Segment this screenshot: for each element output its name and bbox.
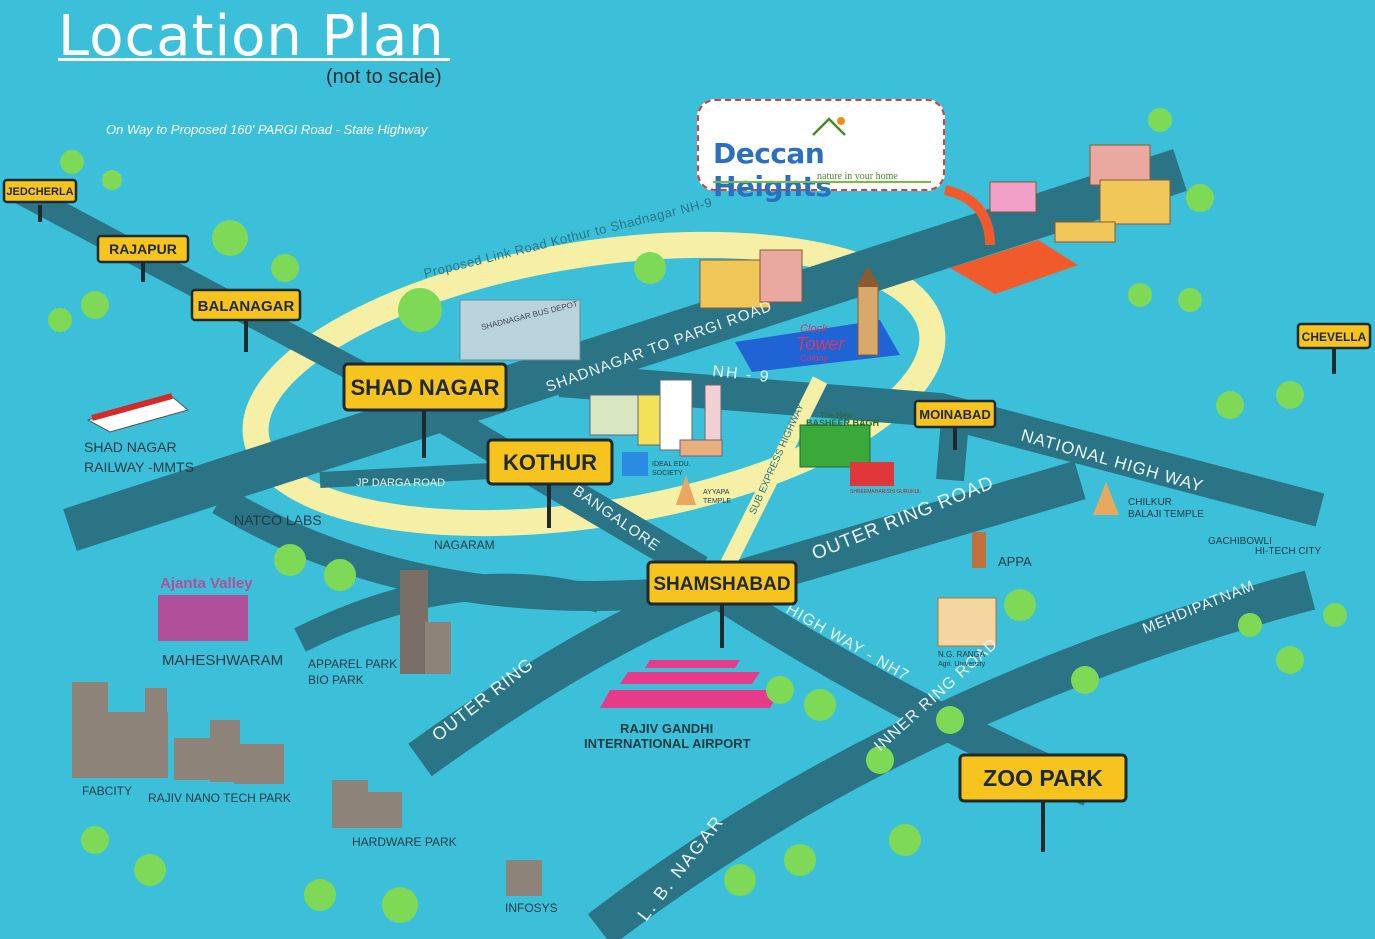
hardware-label: HARDWARE PARK (352, 835, 457, 849)
jp-darga-label: JP DARGA ROAD (356, 477, 445, 489)
sign-shamshabad-text: SHAMSHABAD (653, 574, 790, 595)
road-inner-ring (587, 570, 1316, 939)
mmts-train-icon (86, 393, 190, 433)
state-highway-note: On Way to Proposed 160' PARGI Road - Sta… (106, 122, 428, 137)
sign-poles (38, 205, 1336, 852)
ideal-label-1: IDEAL EDU. (652, 461, 691, 468)
ngranga-label-2: Agri. University (938, 661, 986, 668)
chilkur-label-2: BALAJI TEMPLE (1128, 509, 1204, 520)
kothur-buildings (589, 379, 723, 457)
basheer-label-2: BASHEER BAGH (806, 418, 879, 428)
sign-shadnagar (342, 362, 508, 412)
hardware-park-buildings (332, 780, 402, 828)
basheer-label-1: The New (820, 411, 852, 420)
clock-tower-label-1: Clock (800, 323, 828, 335)
infosys-building-icon (506, 860, 542, 896)
gachibowli-label-1: GACHIBOWLI (1208, 536, 1272, 547)
site-pointer-icon (943, 185, 995, 246)
appa-statue-icon (972, 532, 986, 568)
ayyapa-label-1: AYYAPA (703, 489, 730, 496)
sign-kothur (486, 438, 614, 486)
apparel-tower2-icon (425, 622, 451, 674)
sign-shamshabad (646, 560, 798, 606)
site-plot (950, 240, 1078, 294)
sign-balanagar-text: BALANAGAR (198, 298, 295, 315)
ngranga-building-icon (937, 597, 997, 647)
title-underline (58, 58, 450, 61)
clock-tower-icon (857, 284, 879, 356)
airport-label-1: RAJIV GANDHI (620, 721, 713, 736)
nagaram-label: NAGARAM (434, 538, 495, 552)
appa-label: APPA (998, 554, 1032, 569)
nh9-label: NH - 9 (712, 363, 772, 386)
ngranga-label-1: N.G. RANGA (938, 650, 986, 659)
sign-zoo-park (958, 753, 1128, 803)
sign-balanagar (190, 288, 302, 322)
apparel-label-1: APPAREL PARK (308, 657, 397, 671)
road-nh9 (422, 397, 708, 583)
sign-rajapur (96, 234, 190, 264)
chilkur-label-1: CHILKUR (1128, 497, 1172, 508)
road-apparel-outer (294, 573, 604, 652)
maheshwaram-label: MAHESHWARAM (162, 652, 283, 669)
ayyapa-temple-icon (676, 475, 696, 505)
sign-chevella (1296, 322, 1372, 350)
sign-moinabad (913, 399, 997, 429)
airport-label-2: INTERNATIONAL AIRPORT (584, 736, 751, 751)
ideal-society-icon (622, 452, 648, 476)
deccan-heights-logo: Deccan Heights nature in your home (697, 99, 945, 203)
house-roof-icon (812, 117, 846, 136)
fabcity-label: FABCITY (82, 784, 132, 798)
ajanta-label: Ajanta Valley (160, 575, 253, 592)
sign-chevella-text: CHEVELLA (1302, 330, 1367, 344)
road-jp-darga (319, 462, 511, 488)
clock-tower-label-2: Tower (796, 334, 845, 354)
chilkur-temple-icon (1093, 482, 1119, 515)
airport-icon (600, 660, 780, 708)
trees (48, 108, 1347, 923)
road-shadnagar-pargi (63, 149, 1187, 551)
sign-jedcherla (2, 178, 78, 204)
residential-buildings-top (699, 144, 1171, 309)
sign-jedcherla-text: JEDCHERLA (6, 186, 73, 198)
gachibowli-label-2: HI-TECH CITY (1255, 546, 1321, 557)
gurukul-icon (850, 462, 894, 486)
natco-label: NATCO LABS (234, 512, 322, 528)
logo-name: Deccan Heights (713, 137, 832, 203)
nano-label: RAJIV NANO TECH PARK (148, 791, 291, 805)
apparel-label-2: BIO PARK (308, 673, 364, 687)
gurukul-label: SHREEMAHARISHI GURUKUL (850, 489, 921, 495)
logo-underline (713, 181, 931, 183)
fabcity-buildings (72, 682, 284, 784)
sign-rajapur-text: RAJAPUR (109, 241, 177, 257)
sign-moinabad-text: MOINABAD (919, 407, 991, 422)
bus-depot-icon (459, 299, 581, 361)
clock-tower-label-3: Colony (800, 353, 829, 363)
sign-shadnagar-text: SHAD NAGAR (350, 375, 499, 400)
page-subtitle: (not to scale) (326, 66, 442, 88)
basheer-bagh-icon (799, 424, 871, 468)
road-network (14, 149, 1325, 939)
railway-label-1: SHAD NAGAR (84, 439, 177, 455)
clock-tower-roof-icon (856, 266, 880, 287)
sign-kothur-text: KOTHUR (503, 450, 597, 475)
road-sub-express (707, 376, 828, 594)
signboards: JEDCHERLA RAJAPUR BALANAGAR SHAD NAGAR K… (2, 178, 1372, 803)
ajanta-arch-icon (158, 595, 248, 641)
infosys-label: INFOSYS (505, 901, 558, 915)
ideal-label-2: SOCIETY (652, 470, 683, 477)
railway-label-2: RAILWAY -MMTS (84, 459, 194, 475)
sign-zoo-park-text: ZOO PARK (983, 765, 1103, 791)
logo-tagline: nature in your home (817, 171, 898, 182)
apparel-tower-icon (400, 570, 428, 674)
ayyapa-label-2: TEMPLE (703, 498, 731, 505)
